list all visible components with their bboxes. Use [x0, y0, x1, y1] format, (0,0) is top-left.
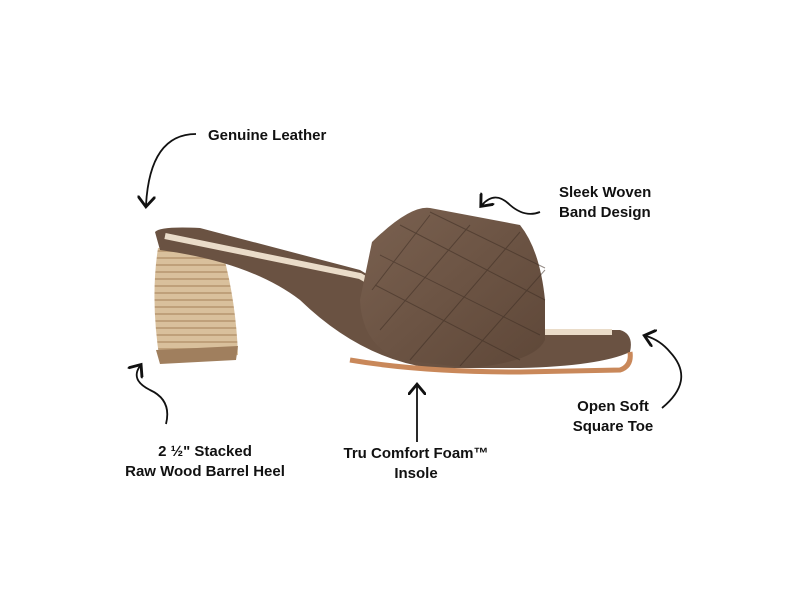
- arrow-woven-band: [482, 198, 541, 215]
- callout-genuine-leather: Genuine Leather: [208, 127, 327, 144]
- callout-toe: Open Soft Square Toe: [572, 398, 654, 435]
- arrow-toe: [646, 336, 683, 409]
- arrow-genuine-leather: [146, 133, 197, 205]
- arrow-heel: [137, 366, 169, 425]
- callout-insole: Tru Comfort Foam™ Insole: [343, 445, 489, 482]
- stacked-wood-heel: [154, 248, 238, 364]
- woven-band: [360, 207, 546, 368]
- callout-woven-band: Sleek Woven Band Design: [559, 184, 652, 221]
- callout-heel: 2 ½" Stacked Raw Wood Barrel Heel: [125, 443, 285, 480]
